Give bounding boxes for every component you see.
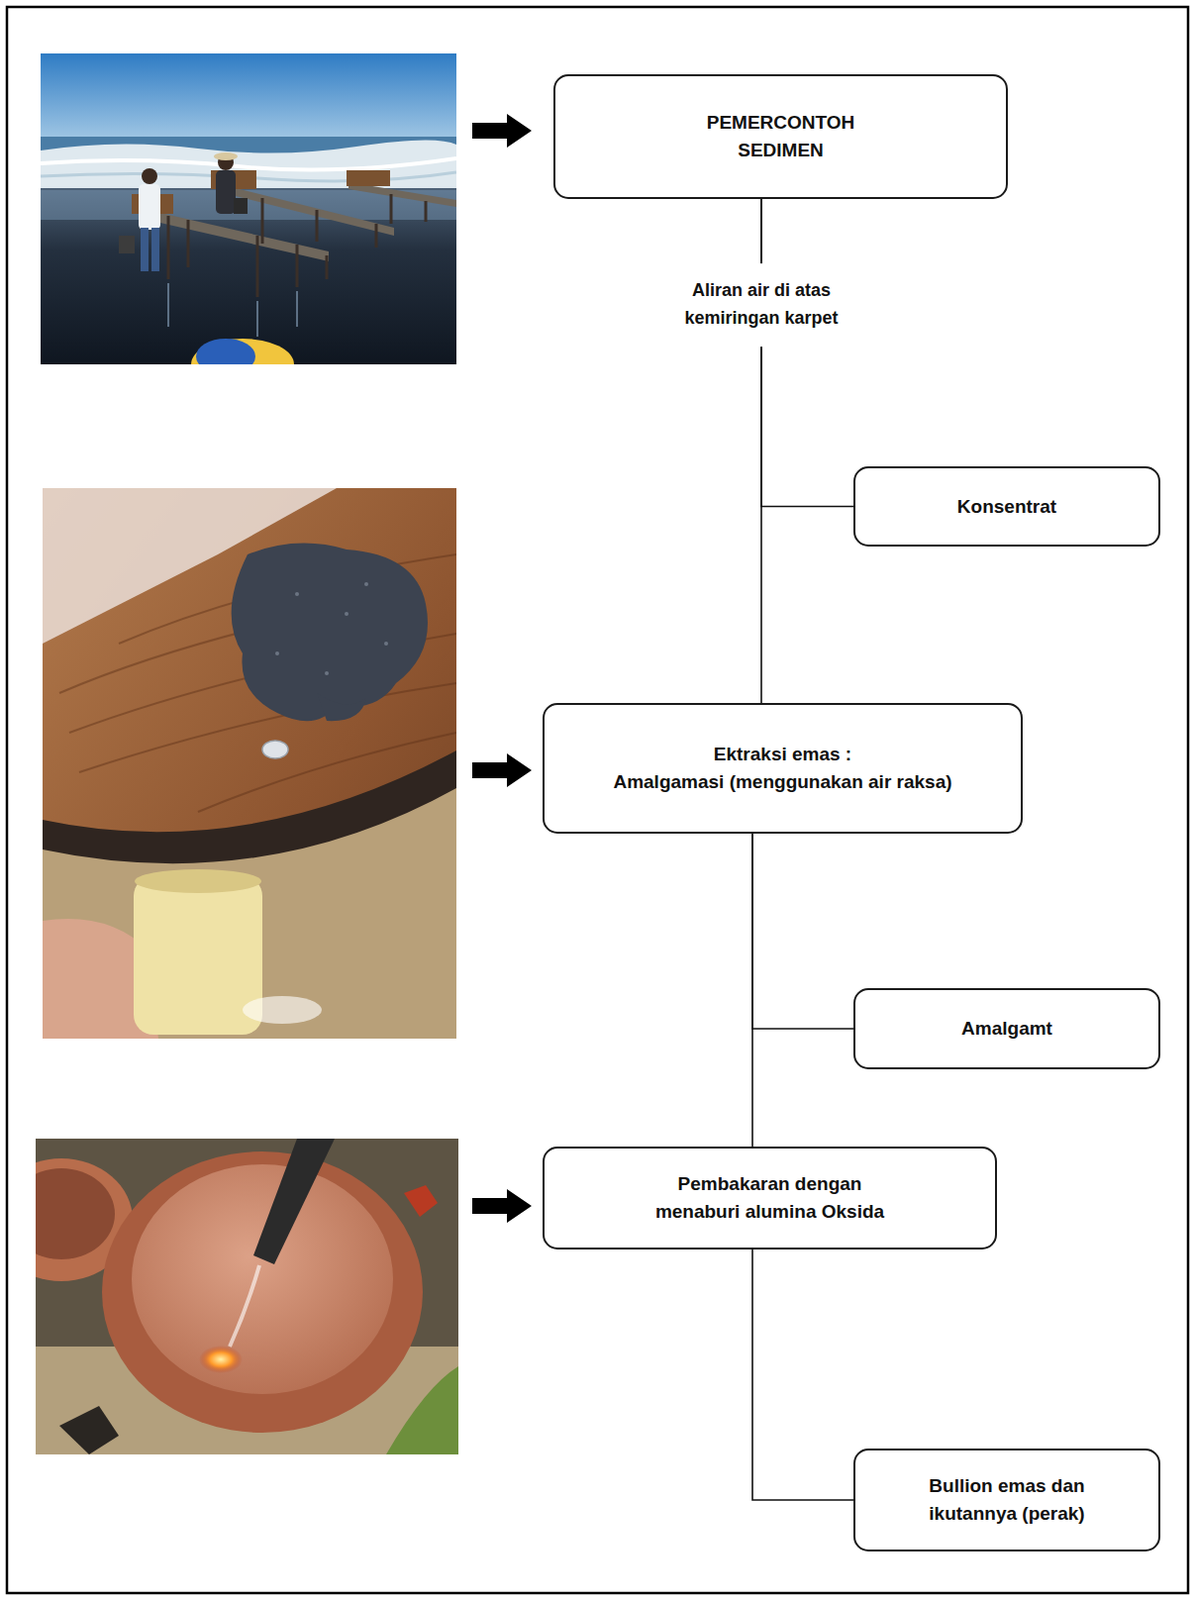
box-text: Amalgamt	[961, 1014, 1053, 1043]
connector	[751, 833, 754, 1147]
box-text: PEMERCONTOH SEDIMEN	[677, 108, 886, 164]
box-text: Bullion emas dan ikutannya (perak)	[888, 1472, 1126, 1527]
box-text: Pembakaran dengan menaburi alumina Oksid…	[621, 1170, 919, 1225]
connector	[752, 833, 854, 1029]
box-text: Ektraksi emas :	[713, 740, 852, 769]
connector	[761, 199, 854, 507]
burning-photo	[35, 1138, 459, 1455]
edge-label: Aliran air di atas kemiringan karpet	[654, 263, 869, 347]
output-box: Konsentrat	[853, 466, 1161, 547]
connector	[752, 1249, 854, 1500]
beach-photo	[40, 53, 457, 365]
process-box: Ektraksi emas :Amalgamasi (menggunakan a…	[542, 702, 1023, 834]
process-box: PEMERCONTOH SEDIMEN	[553, 74, 1008, 200]
box-text: Amalgamasi (menggunakan air raksa)	[612, 768, 952, 797]
pan-photo	[42, 488, 457, 1039]
pointer-arrow	[472, 113, 532, 1223]
frame	[6, 6, 1189, 1594]
output-box: Amalgamt	[853, 988, 1161, 1070]
box-text: Konsentrat	[957, 493, 1057, 521]
process-box: Pembakaran dengan menaburi alumina Oksid…	[542, 1146, 997, 1250]
output-box: Bullion emas dan ikutannya (perak)	[853, 1448, 1161, 1552]
